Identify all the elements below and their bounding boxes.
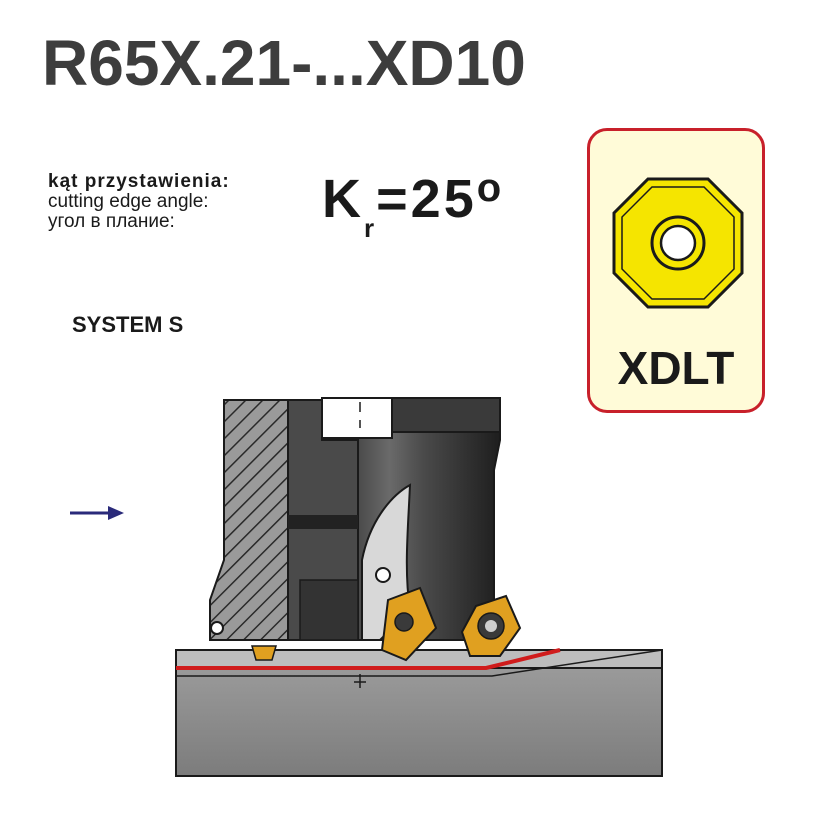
carbide-insert-left [251,645,277,661]
angle-subscript: r [364,213,375,243]
angle-value: =25 [376,169,477,229]
angle-label-ru: угол в плание: [48,211,175,232]
angle-labels: kąt przystawienia: cutting edge angle: у… [48,172,230,232]
angle-label-pl: kąt przystawienia: [48,171,230,192]
cut-profile-line [176,648,663,677]
cutter-section [209,399,359,641]
angle-label-en: cutting edge angle: [48,191,209,212]
center-axis-line [354,402,366,688]
insert-code: XDLT [617,342,735,394]
octagonal-insert-icon [612,177,744,309]
angle-unit: o [476,166,505,210]
carbide-insert-front [380,586,438,662]
feed-arrow-icon [70,506,124,520]
angle-symbol: K [322,169,364,229]
carbide-insert-right [460,594,522,657]
insert-card: XDLT [587,128,765,413]
workpiece [175,649,663,777]
cutting-edge-angle-value: Kr=25o [322,166,505,243]
system-label: SYSTEM S [72,312,184,337]
page-title: R65X.21-...XD10 [42,27,526,99]
